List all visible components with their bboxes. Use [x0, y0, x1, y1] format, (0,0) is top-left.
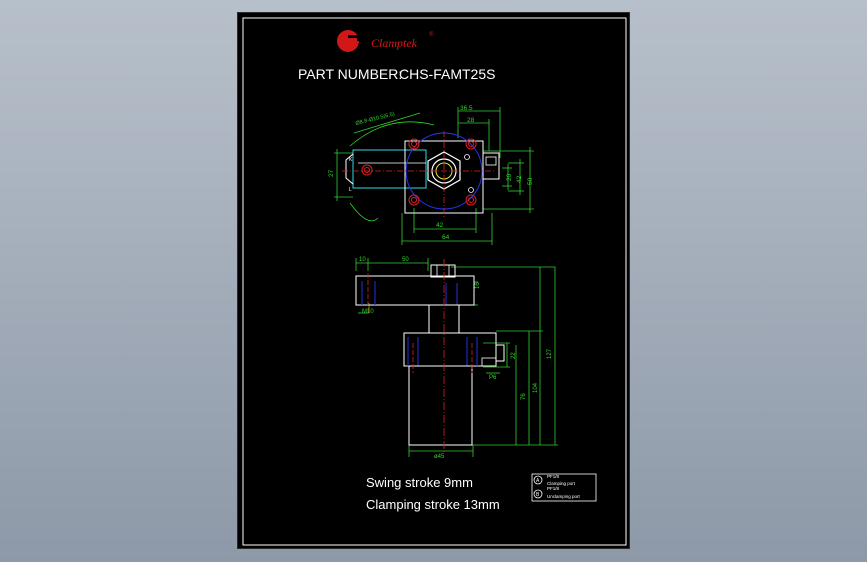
legend-b-label: Unclamping port — [547, 494, 581, 499]
drawing-frame — [242, 17, 627, 546]
part-number-label: PART NUMBER: — [298, 66, 402, 82]
dim-42-horizontal: 42 — [436, 222, 444, 229]
legend-b-circle — [533, 489, 543, 499]
dim-p6: P6 — [489, 375, 497, 381]
dim-50: 50 — [527, 177, 534, 185]
port-legend: A PF1/8 Clamping port B PF1/8 Unclamping… — [531, 473, 597, 502]
logo-trademark: ® — [429, 31, 434, 38]
dim-27: 27 — [328, 169, 335, 177]
clamptek-logo: Clamptek ® — [337, 30, 434, 52]
cad-drawing: Clamptek ® PART NUMBER: CHS-FAMT25S — [242, 17, 627, 546]
dim-36-5: 36.5 — [460, 105, 473, 112]
legend-b-thread: PF1/8 — [547, 486, 560, 491]
dim-20: 20 — [506, 173, 513, 181]
dim-22: 22 — [511, 352, 517, 359]
legend-b-symbol: B — [536, 492, 540, 498]
dim-16: 16 — [475, 282, 481, 289]
drawing-sheet: Clamptek ® PART NUMBER: CHS-FAMT25S — [237, 12, 630, 549]
arm-mark-l: L — [349, 187, 352, 193]
part-number-value: CHS-FAMT25S — [399, 66, 495, 82]
legend-a-circle — [533, 475, 543, 485]
dim-64: 64 — [442, 234, 450, 241]
dim-42-vertical: 42 — [516, 175, 523, 183]
dim-104: 104 — [533, 382, 539, 393]
dim-phi45: ø45 — [434, 454, 445, 460]
note-clamping-stroke: Clamping stroke 13mm — [366, 497, 500, 512]
legend-a-label: Clamping port — [547, 481, 576, 486]
dim-50-side: 50 — [402, 257, 409, 263]
arm-mark-k: K — [349, 157, 353, 163]
top-view: Ø8.8-Ø10.5(6.5) 36.5 28 42 64 27 20 42 5… — [328, 105, 534, 245]
side-view: 10 50 16 M10 22 127 104 76 P6 ø45 — [355, 257, 558, 460]
dim-127: 127 — [547, 348, 553, 359]
legend-a-symbol: A — [536, 478, 540, 484]
legend-a-thread: PF1/8 — [547, 474, 560, 479]
dim-10: 10 — [359, 257, 366, 263]
note-swing-stroke: Swing stroke 9mm — [366, 475, 473, 490]
logo-brand: Clamptek — [371, 36, 418, 50]
dim-28: 28 — [467, 117, 475, 124]
dim-76: 76 — [521, 393, 527, 400]
